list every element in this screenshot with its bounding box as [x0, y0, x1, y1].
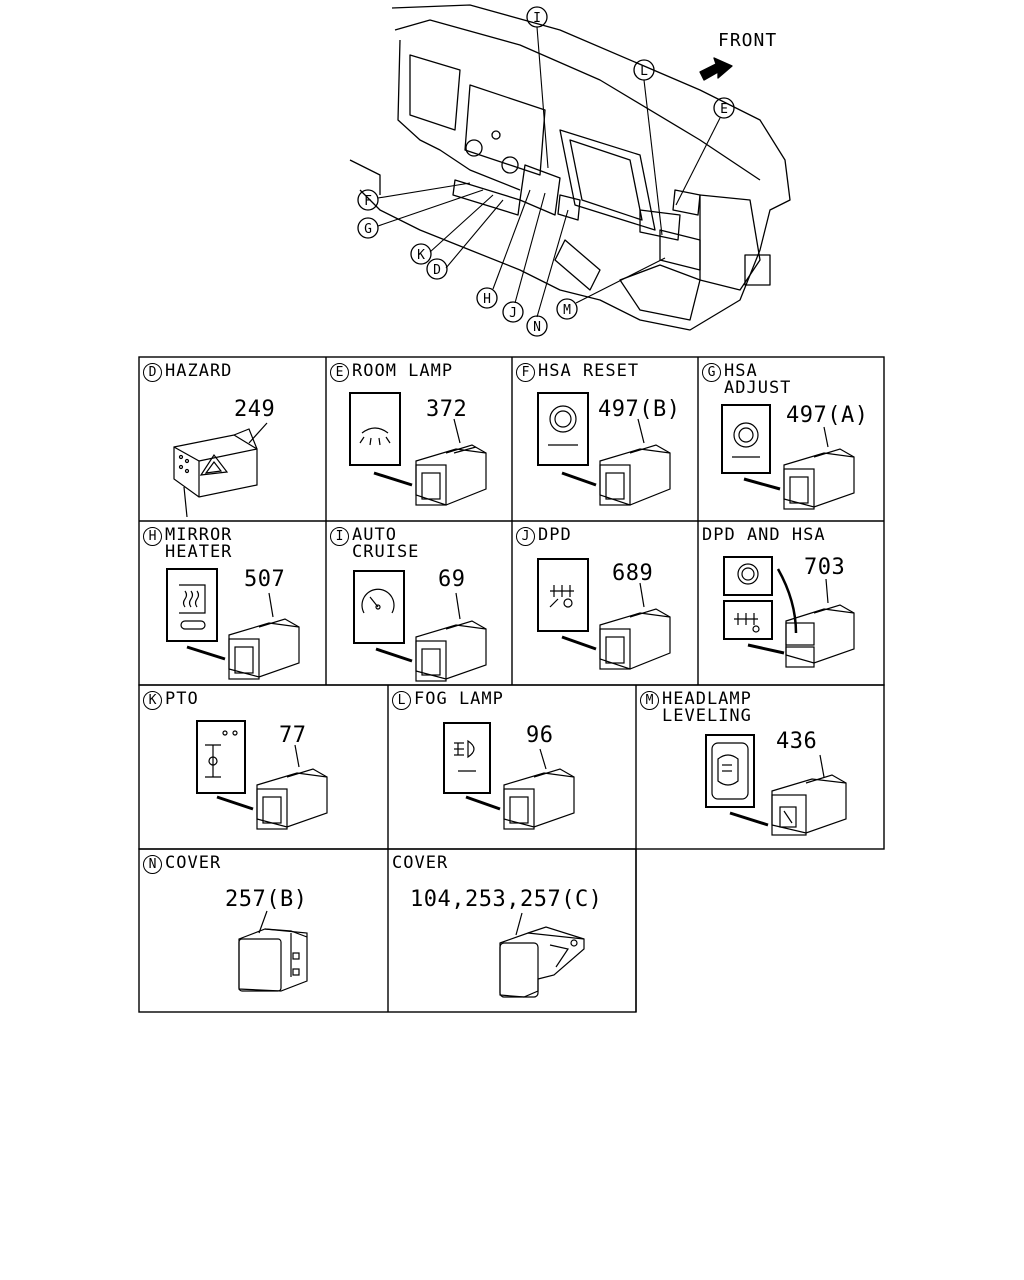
part-number: 249	[234, 397, 276, 422]
auto-cruise-switch-icon	[353, 570, 487, 682]
cell-letter: J	[516, 527, 535, 546]
part-number: 257(B)	[225, 887, 308, 912]
cell-letter: I	[330, 527, 349, 546]
cell-title: HSA ADJUST	[724, 361, 792, 398]
part-number: 436	[776, 729, 818, 754]
cover-icon	[499, 912, 585, 998]
part-number: 689	[612, 561, 654, 586]
part-number: 69	[438, 567, 466, 592]
cell-title: HEADLAMP LEVELING	[662, 689, 752, 726]
cover-icon	[238, 910, 308, 992]
callout-F: F	[364, 194, 372, 209]
cell-letter: H	[143, 527, 162, 546]
hsa-adjust-switch-icon	[721, 404, 855, 510]
dpd-and-hsa-switch-icon	[723, 556, 855, 668]
callout-circles	[357, 6, 735, 337]
callout-M: M	[563, 303, 571, 318]
room-lamp-switch-icon	[349, 392, 487, 506]
callout-I: I	[533, 11, 541, 26]
hazard-switch-icon	[173, 422, 268, 518]
cell-letter: N	[143, 855, 162, 874]
cell-title: COVER	[392, 853, 449, 873]
cell-letter: F	[516, 363, 535, 382]
hsa-reset-switch-icon	[537, 392, 671, 506]
callout-leader-lines	[377, 26, 721, 318]
cell-title: HAZARD	[165, 361, 233, 381]
part-number: 104,253,257(C)	[410, 887, 603, 912]
callout-G: G	[364, 222, 372, 237]
cell-dpd-and-hsa: DPD AND HSA 703	[698, 521, 884, 685]
part-number: 497(A)	[786, 403, 869, 428]
headlamp-leveling-switch-icon	[705, 734, 847, 836]
front-label: FRONT	[718, 30, 777, 51]
callout-D: D	[433, 263, 441, 278]
cell-letter: D	[143, 363, 162, 382]
cell-title: COVER	[165, 853, 222, 873]
cell-cover: COVER 104,253,257(C)	[388, 849, 636, 1012]
part-number: 77	[279, 723, 307, 748]
dpd-switch-icon	[537, 558, 671, 670]
cell-title: MIRROR HEATER	[165, 525, 233, 562]
callout-J: J	[509, 306, 517, 321]
cell-letter: K	[143, 691, 162, 710]
mirror-heater-switch-icon	[166, 568, 300, 680]
cell-title: PTO	[165, 689, 199, 709]
cell-title: ROOM LAMP	[352, 361, 454, 381]
fog-lamp-switch-icon	[443, 722, 575, 830]
cell-title: DPD AND HSA	[702, 525, 826, 545]
cell-title: DPD	[538, 525, 572, 545]
dashboard-overview-diagram: I L E F G K D H J N M FRONT	[349, 4, 791, 337]
part-number: 96	[526, 723, 554, 748]
callout-N: N	[533, 320, 541, 335]
callout-L: L	[640, 64, 648, 79]
part-number: 372	[426, 397, 468, 422]
callout-H: H	[483, 292, 491, 307]
part-number: 703	[804, 555, 846, 580]
cell-letter: G	[702, 363, 721, 382]
callout-E: E	[720, 102, 728, 117]
cell-letter: E	[330, 363, 349, 382]
dashboard-outline	[349, 4, 791, 331]
front-arrow-icon	[699, 57, 733, 81]
cell-title: HSA RESET	[538, 361, 640, 381]
cell-title: FOG LAMP	[414, 689, 504, 709]
cell-title: AUTO CRUISE	[352, 525, 420, 562]
cell-letter: L	[392, 691, 411, 710]
cell-letter: M	[640, 691, 659, 710]
callout-K: K	[417, 248, 425, 263]
part-number: 497(B)	[598, 397, 681, 422]
part-number: 507	[244, 567, 286, 592]
pto-switch-icon	[196, 720, 328, 830]
